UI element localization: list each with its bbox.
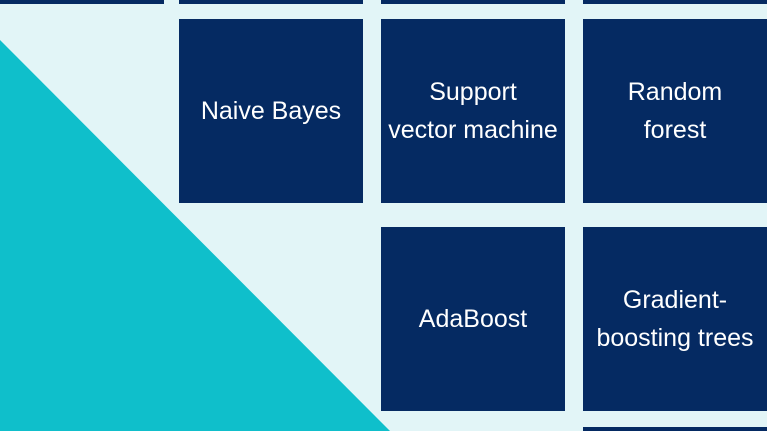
tile-partial-top-2 <box>179 0 363 4</box>
tile-naive-bayes: Naive Bayes <box>179 19 363 203</box>
tile-partial-bottom <box>583 427 767 431</box>
tile-random-forest-label: Random forest <box>627 78 723 144</box>
tile-svm-label: Support vector machine <box>388 78 558 144</box>
tile-adaboost-label: AdaBoost <box>418 305 528 333</box>
tile-partial-top-3 <box>381 0 565 4</box>
tile-gradient-boosting-label: Gradient- boosting trees <box>596 286 754 352</box>
tile-partial-top-4 <box>583 0 767 4</box>
tile-naive-bayes-label: Naive Bayes <box>200 97 342 125</box>
tile-adaboost: AdaBoost <box>381 227 565 411</box>
tile-support-vector-machine: Support vector machine <box>381 19 565 203</box>
tile-partial-top-1 <box>0 0 164 4</box>
tile-gradient-boosting-trees: Gradient- boosting trees <box>583 227 767 411</box>
tile-random-forest: Random forest <box>583 19 767 203</box>
